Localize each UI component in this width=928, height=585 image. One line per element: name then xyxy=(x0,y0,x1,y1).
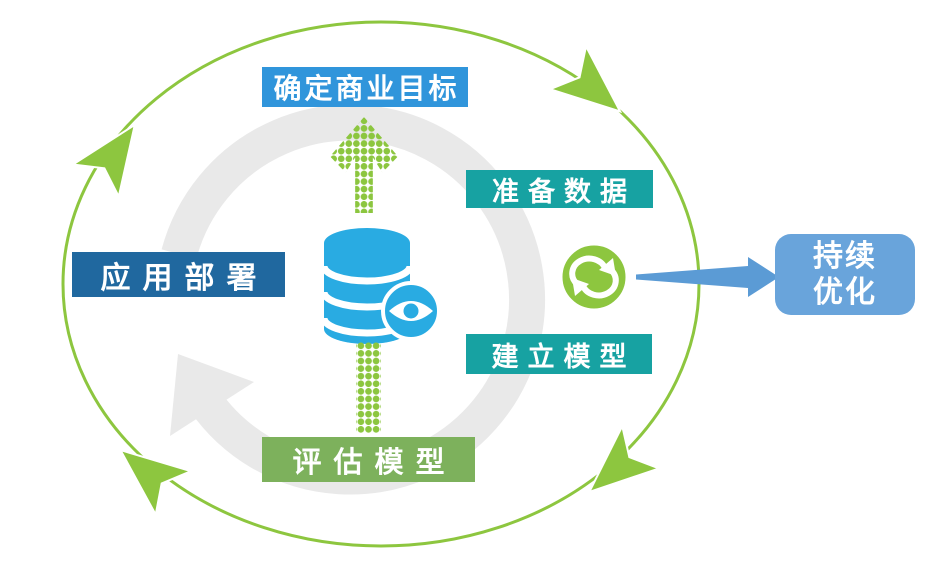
cycle-arrow-se-icon xyxy=(587,423,662,494)
node-label-line2: 优化 xyxy=(813,275,877,309)
gray-arrowhead-icon xyxy=(170,354,254,436)
database-with-eye-icon xyxy=(320,228,441,344)
node-build-model: 建立模型 xyxy=(466,334,652,374)
node-define-business-goal: 确定商业目标 xyxy=(262,67,468,107)
node-prepare-data: 准备数据 xyxy=(466,170,653,208)
cycle-arrow-sw-icon xyxy=(118,448,194,518)
node-label: 准备数据 xyxy=(492,176,636,207)
refresh-sync-icon xyxy=(559,242,629,312)
node-label: 应用部署 xyxy=(100,261,269,295)
connector-arrow-icon xyxy=(636,257,779,297)
node-label-line1: 持续 xyxy=(813,239,877,273)
cycle-arrow-ne-icon xyxy=(547,43,623,114)
dotted-down-trail xyxy=(356,342,381,433)
node-label: 评估模型 xyxy=(292,446,457,479)
node-application-deployment: 应用部署 xyxy=(72,252,285,297)
node-continuous-optimization: 持续 优化 xyxy=(775,234,915,315)
cycle-arrow-nw-icon xyxy=(69,122,137,200)
node-label: 确定商业目标 xyxy=(273,73,460,104)
node-evaluate-model: 评估模型 xyxy=(262,437,475,482)
node-label: 建立模型 xyxy=(491,341,636,372)
